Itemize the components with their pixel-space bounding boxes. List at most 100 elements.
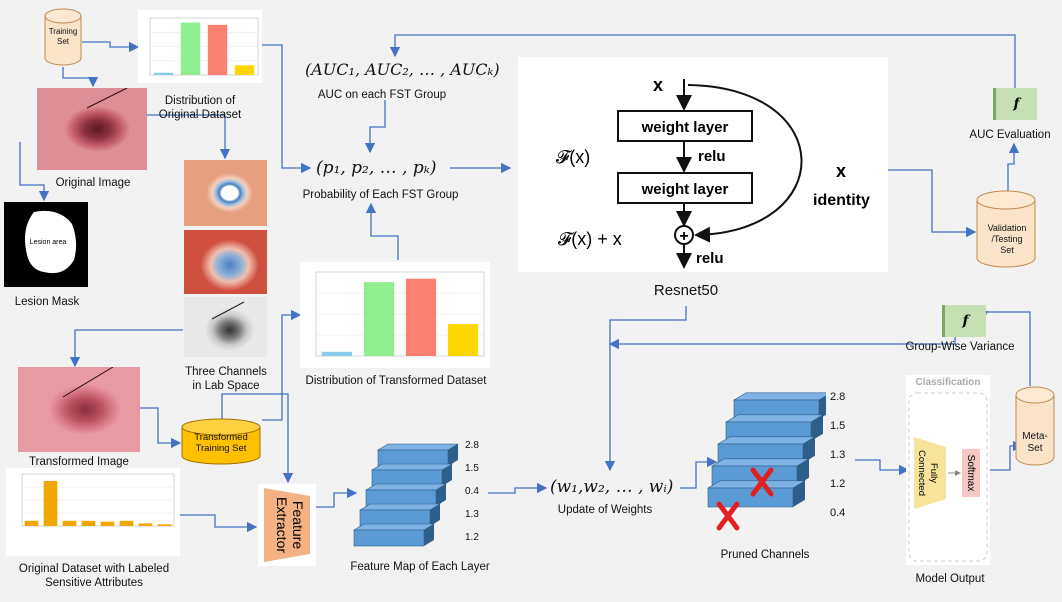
plus-sign: +: [679, 228, 688, 245]
layer-top-3: [710, 458, 811, 467]
label-dist-original: Distribution of Original Dataset: [158, 95, 242, 121]
weight-layer-1-text: weight layer: [641, 119, 729, 136]
softmax-text: Softmax: [965, 455, 976, 492]
arrow-training-to-dist: [82, 41, 140, 53]
chart-sensitive-svg: [21, 473, 175, 527]
bar-3: [447, 324, 479, 356]
feature-map-layers: 2.81.50.41.31.2: [352, 436, 485, 557]
value-column: [461, 436, 485, 557]
layer-top-1: [724, 414, 825, 423]
lesion-mask-shape: Lesion area: [25, 210, 77, 274]
label-three-channels: Three Channels in Lab Space: [185, 366, 267, 392]
layer-side-4: [793, 480, 805, 507]
layer-top-0: [376, 443, 460, 451]
classification-diagram: Classification FullyConnected Softmax: [908, 377, 988, 562]
layer-side-3: [430, 504, 440, 526]
arrow-weights-to-pruned: [680, 456, 718, 489]
softmax-box: [962, 449, 980, 497]
identity-x: x: [836, 161, 846, 181]
label-lesion-mask: Lesion Mask: [14, 296, 80, 308]
arrow-training-to-image: [62, 67, 99, 88]
arrow-auc-feedback: [389, 34, 1016, 88]
bar-2: [207, 24, 228, 75]
f-variance-box: f: [942, 305, 986, 337]
bar-2: [405, 278, 437, 356]
bar-0: [24, 520, 39, 526]
label-auc-evaluation: AUC Evaluation: [969, 129, 1051, 141]
arrow-auc-to-prob: [364, 100, 386, 154]
transformed-image: [18, 366, 140, 452]
feature-extractor-text: FeatureExtractor: [274, 497, 306, 553]
bar-7: [157, 524, 172, 526]
layer-side-4: [424, 524, 434, 546]
arrow-map-to-weights: [488, 482, 548, 494]
f-auc-box: f: [993, 88, 1037, 120]
original-image: [37, 88, 147, 170]
classification-block: Classification FullyConnected Softmax: [906, 375, 990, 565]
resnet-diagram: x weight layer relu weight layer 𝓕(x) + …: [556, 75, 870, 269]
w-tuple: (w₁,w₂, … , wᵢ): [550, 477, 674, 497]
layer-top-0: [732, 392, 833, 401]
auc-tuple: (AUC₁, AUC₂, … , AUCₖ): [305, 60, 500, 79]
label-transformed-image: Transformed Image: [29, 456, 129, 468]
layer-front-2: [365, 489, 437, 507]
fully-connected-shape: [914, 437, 946, 509]
layer-value-4: 1.2: [465, 532, 479, 543]
label-update-weights: Update of Weights: [557, 504, 653, 516]
chart-original-distribution: [138, 10, 262, 83]
layer-side-0: [448, 444, 458, 466]
arrow-transimg-to-set: [140, 407, 182, 449]
label-feature-map: Feature Map of Each Layer: [350, 561, 490, 573]
hair-line-b: [211, 301, 245, 320]
chart-transformed-distribution: [300, 262, 490, 368]
identity-text: identity: [813, 192, 870, 209]
arrow-resnet-to-weights: [604, 306, 687, 472]
layer-front-0: [377, 449, 449, 467]
resnet-block: x weight layer relu weight layer 𝓕(x) + …: [518, 57, 888, 272]
bar-3: [234, 65, 255, 75]
label-dist-transformed: Distribution of Transformed Dataset: [305, 375, 487, 387]
bar-3: [81, 520, 96, 526]
hair-line-t: [62, 366, 114, 398]
label-group-wise-variance: Group-Wise Variance: [905, 341, 1015, 353]
label-pruned-channels: Pruned Channels: [720, 549, 810, 561]
arrow-image-to-channels: [120, 114, 231, 160]
layer-top-2: [364, 483, 448, 491]
chart-sensitive-attributes: [6, 468, 180, 556]
classification-title: Classification: [915, 377, 980, 388]
layer-value-1: 1.5: [465, 463, 479, 474]
validation-set-label: Validation /Testing Set: [987, 223, 1027, 255]
layer-top-4: [352, 523, 436, 531]
layer-value-2: 1.3: [830, 449, 845, 461]
arrow-sensitive-to-extractor: [180, 514, 258, 533]
bar-0: [153, 72, 174, 75]
chart-original-svg: [149, 17, 259, 76]
bar-0: [321, 351, 353, 356]
layer-value-0: 2.8: [465, 440, 479, 451]
label-prob-each-group: Probability of Each FST Group: [302, 189, 459, 201]
bar-1: [180, 22, 201, 75]
layer-side-2: [803, 436, 815, 463]
relu-out-text: relu: [696, 250, 724, 267]
validation-set-cylinder: [976, 190, 1036, 268]
label-resnet50: Resnet50: [653, 282, 719, 299]
layer-value-0: 2.8: [830, 391, 845, 403]
relu-mid-text: relu: [698, 148, 726, 165]
layer-top-3: [358, 503, 442, 511]
bar-6: [138, 523, 153, 526]
arrow-disttrans-to-prob: [365, 202, 399, 260]
arrow-channels-to-transimg: [69, 329, 183, 368]
arrow-resnet-to-val: [888, 169, 977, 238]
arrow-image-to-mask: [19, 142, 50, 202]
fx-plus-x: 𝓕(x) + x: [558, 229, 622, 249]
meta-set-cylinder: [1015, 386, 1055, 466]
arrow-set-to-disttrans: [262, 309, 302, 421]
meta-set-label: Meta- Set: [1022, 431, 1048, 454]
identity-curve: [687, 84, 803, 243]
p-tuple: (p₁, p₂, … , pₖ): [316, 158, 437, 178]
bar-2: [62, 520, 77, 526]
